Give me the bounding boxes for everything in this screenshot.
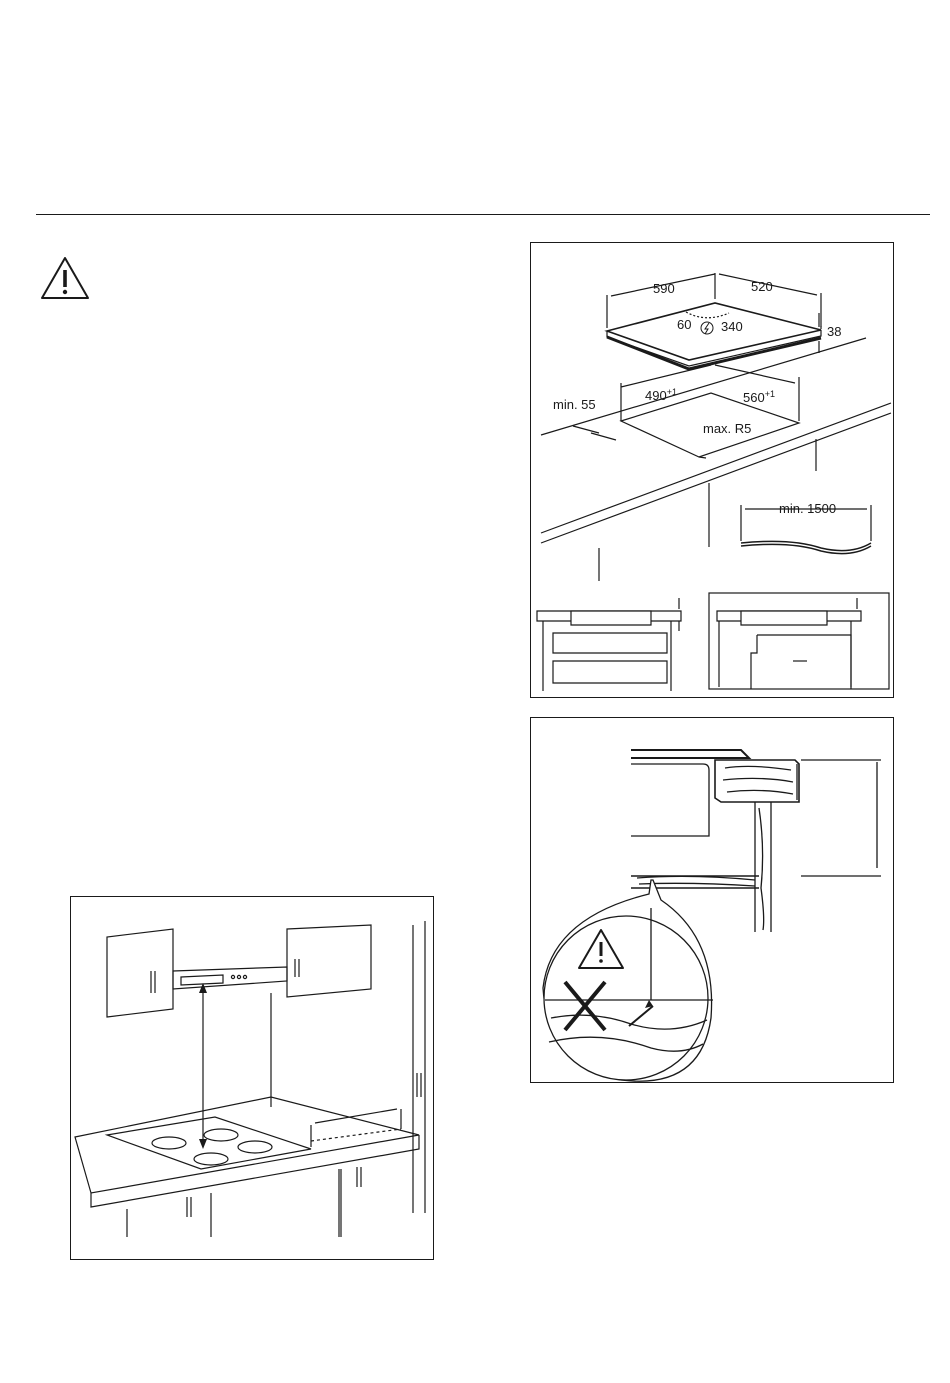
dim-conn-left: 60 [677, 317, 691, 332]
dim-width: 590 [653, 281, 675, 296]
dim-cut-depth-tolerance: +1 [765, 389, 775, 399]
svg-text:560+1: 560+1 [743, 389, 775, 405]
dim-min-edge: min. 55 [553, 397, 596, 412]
worktop-section-figure [530, 717, 894, 1083]
dim-cut-width-tolerance: +1 [667, 387, 677, 397]
header-rule [36, 214, 930, 215]
installation-dimensions-figure: 590 520 38 60 340 490+1 560+1 min. 55 ma… [530, 242, 894, 698]
hood-distance-figure [70, 896, 434, 1260]
dim-height: 38 [827, 324, 841, 339]
drawer-installation-view [537, 598, 681, 691]
dim-cable-length: min. 1500 [779, 501, 836, 516]
dim-cut-width: 490 [645, 388, 667, 403]
oven-installation-view [709, 593, 889, 689]
svg-text:490+1: 490+1 [645, 387, 677, 403]
dim-conn-right: 340 [721, 319, 743, 334]
warning-icon [40, 256, 90, 300]
dim-cut-depth: 560 [743, 390, 765, 405]
dim-corner-radius: max. R5 [703, 421, 751, 436]
dim-depth: 520 [751, 279, 773, 294]
